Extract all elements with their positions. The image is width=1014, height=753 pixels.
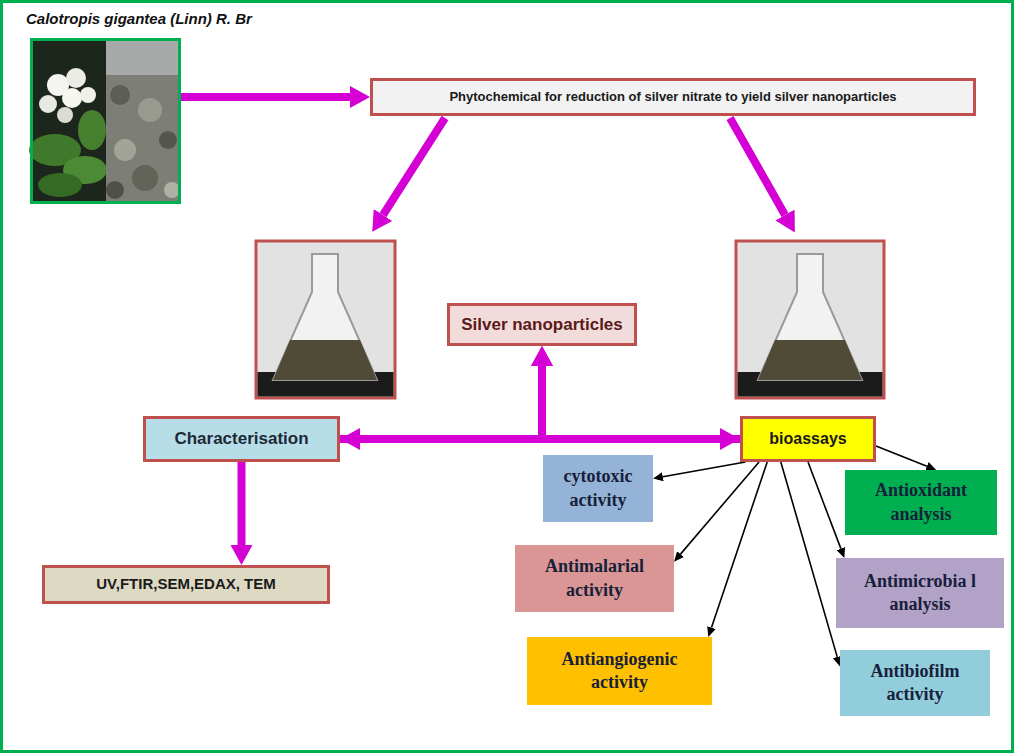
flask-photo (256, 241, 395, 398)
process-box: Characterisation (143, 416, 340, 462)
activity-box: Antimalarial activity (515, 545, 674, 612)
flow-arrow (340, 366, 542, 439)
branch-arrow (711, 462, 767, 628)
box-label: Antimicrobia l analysis (842, 570, 998, 617)
plant-photo (29, 39, 180, 203)
box-label: Characterisation (174, 428, 308, 449)
box-label: Antiangiogenic activity (533, 648, 706, 695)
box-label: bioassays (769, 429, 846, 449)
box-label: Antimalarial activity (521, 555, 668, 602)
branch-arrow (680, 462, 759, 554)
activity-box: cytotoxic activity (543, 455, 653, 522)
box-label: Antibiofilm activity (846, 660, 984, 707)
box-label: Phytochemical for reduction of silver ni… (449, 89, 896, 105)
box-label: cytotoxic activity (549, 465, 647, 512)
activity-box: Antioxidant analysis (845, 470, 997, 535)
product-box: Silver nanoparticles (447, 303, 637, 346)
box-label: Silver nanoparticles (461, 314, 623, 335)
process-box: bioassays (740, 416, 876, 462)
activity-box: Antibiofilm activity (840, 650, 990, 716)
branch-arrow (781, 462, 837, 657)
node-heading: Calotropis gigantea (Linn) R. Br (26, 10, 252, 28)
box-label: UV,FTIR,SEM,EDAX, TEM (96, 575, 275, 594)
flow-arrow (542, 366, 740, 439)
branch-arrow (663, 462, 746, 477)
flow-arrow (383, 118, 445, 215)
activity-box: Antiangiogenic activity (527, 637, 712, 705)
branch-arrow (808, 462, 841, 549)
method-box: UV,FTIR,SEM,EDAX, TEM (42, 565, 330, 604)
process-box: Phytochemical for reduction of silver ni… (370, 78, 976, 116)
branch-arrow (876, 446, 927, 466)
activity-box: Antimicrobia l analysis (836, 558, 1004, 628)
box-label: Antioxidant analysis (851, 479, 991, 526)
flow-arrow (181, 93, 350, 101)
photo-box: Calotropis gigantea (Linn) R. Br (30, 38, 181, 204)
flask-photo (736, 241, 884, 398)
flow-arrow (238, 462, 246, 545)
flow-arrow (730, 118, 785, 215)
